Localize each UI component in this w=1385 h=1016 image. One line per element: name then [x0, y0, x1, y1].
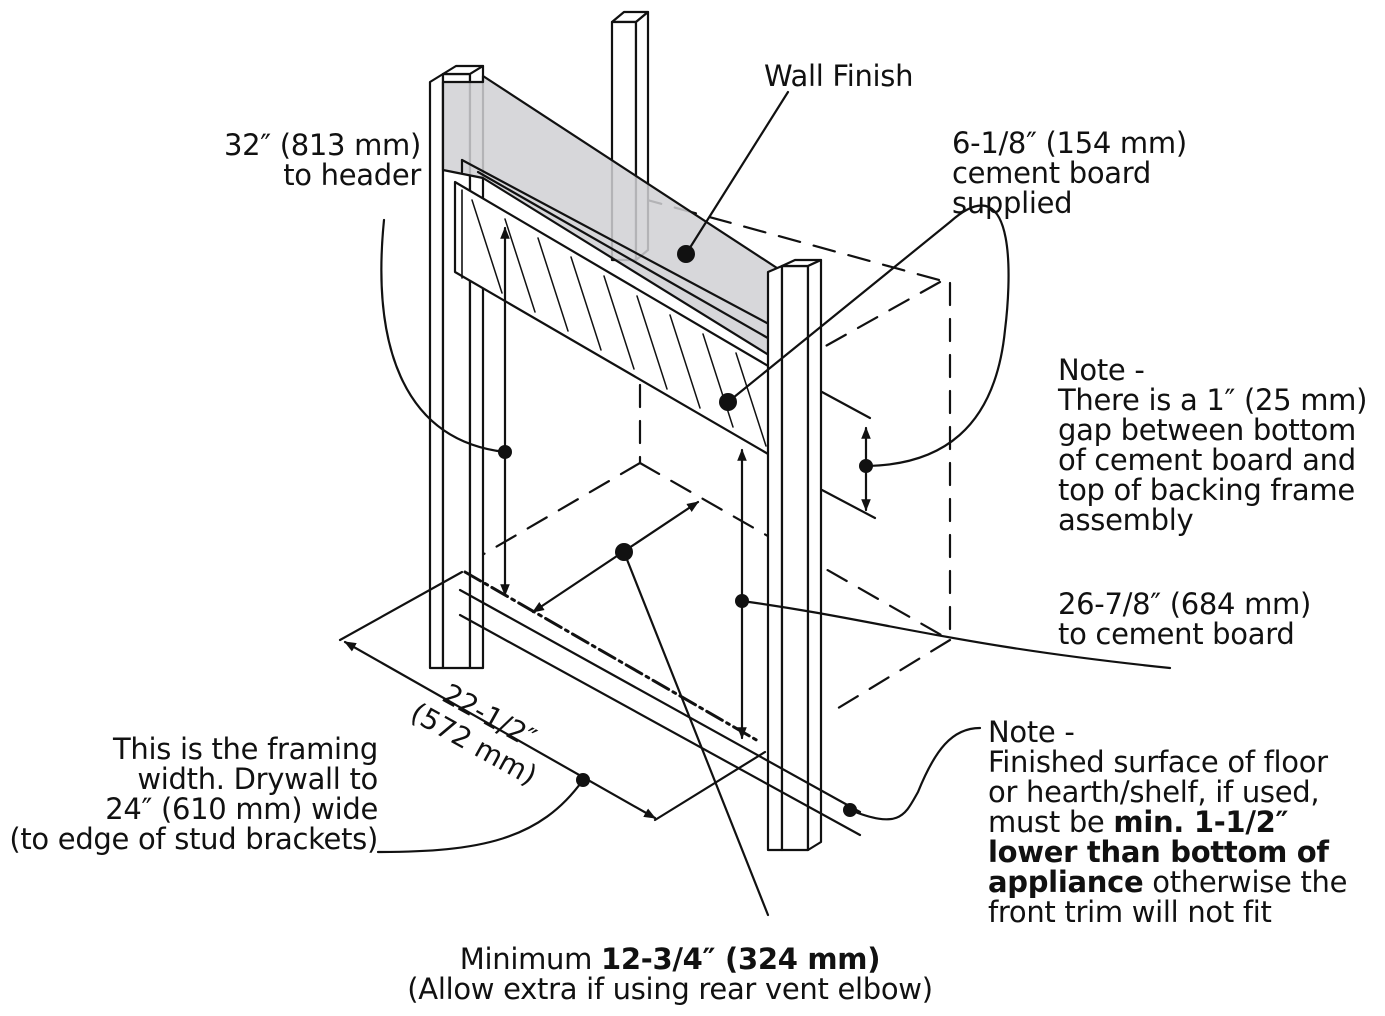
- cement-board-height-label: 26-7/8″ (684 mm) to cement board: [1058, 587, 1311, 651]
- header-label: 32″ (813 mm) to header: [223, 128, 421, 192]
- floor-note: Note - Finished surface of floor or hear…: [988, 715, 1348, 929]
- minimum-depth-note: Minimum 12-3/4″ (324 mm) (Allow extra if…: [407, 942, 933, 1006]
- gap-note: Note - There is a 1″ (25 mm) gap between…: [1058, 353, 1368, 537]
- cement-board-label: 6-1/8″ (154 mm) cement board supplied: [952, 126, 1187, 220]
- wall-finish-label: Wall Finish: [764, 59, 914, 93]
- leader-lines: [376, 90, 1172, 917]
- leader-dots: [498, 245, 873, 817]
- framing-width-note: This is the framing width. Drywall to 24…: [9, 732, 378, 856]
- right-stud: [766, 258, 823, 852]
